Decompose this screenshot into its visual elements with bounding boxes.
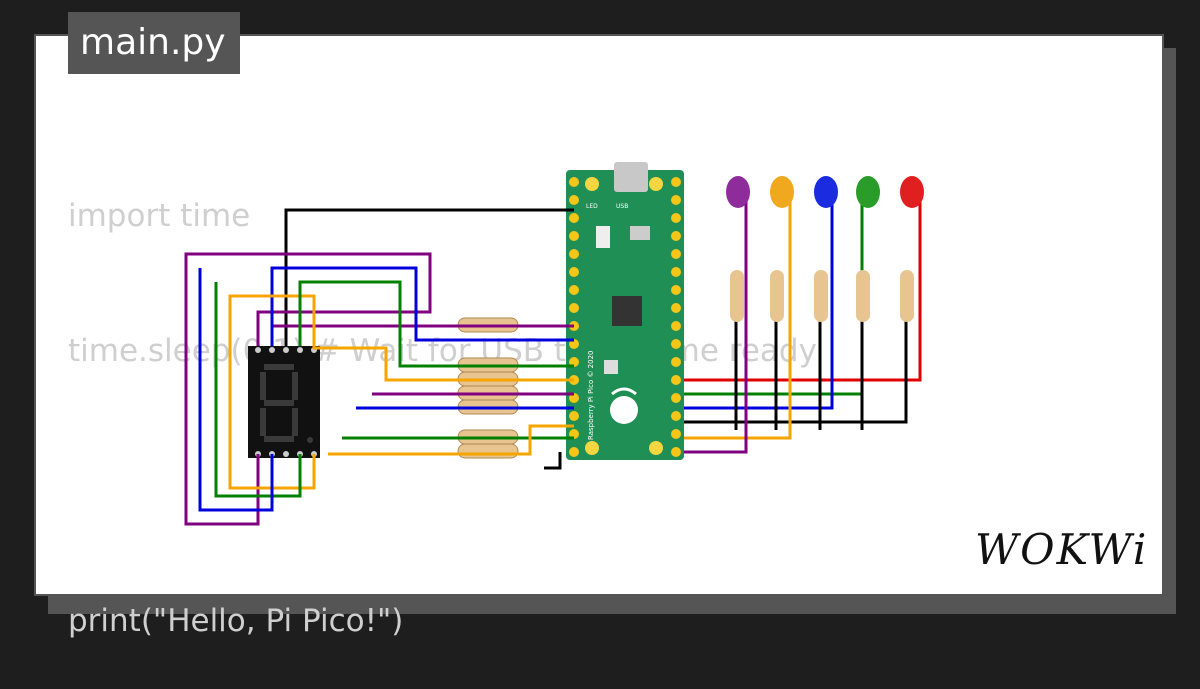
usb-connector	[614, 162, 648, 192]
pico-board[interactable]: LED USB Raspberry Pi Pico © 2020	[566, 162, 684, 460]
code-line: import time	[68, 198, 251, 234]
raspberry-logo-icon	[610, 387, 638, 424]
led-green	[856, 176, 880, 322]
seven-segment-display[interactable]	[248, 346, 320, 458]
pin-header-left	[569, 177, 579, 457]
led-blue	[814, 176, 838, 322]
board-silkscreen: Raspberry Pi Pico © 2020	[587, 351, 595, 441]
rp2040-chip	[612, 296, 642, 326]
wires	[184, 200, 922, 526]
file-tab[interactable]: main.py	[68, 12, 240, 74]
bootsel-button	[596, 226, 610, 248]
circuit-diagram: LED USB Raspberry Pi Pico © 2020	[184, 162, 924, 526]
led-purple	[726, 176, 750, 322]
led-red	[900, 176, 924, 322]
led-label: LED	[586, 203, 598, 210]
pin-header-right	[671, 177, 681, 457]
led-yellow	[770, 176, 794, 322]
usb-label: USB	[616, 203, 628, 210]
wokwi-logo: WOKWi	[975, 525, 1149, 574]
led-group[interactable]	[726, 176, 924, 322]
